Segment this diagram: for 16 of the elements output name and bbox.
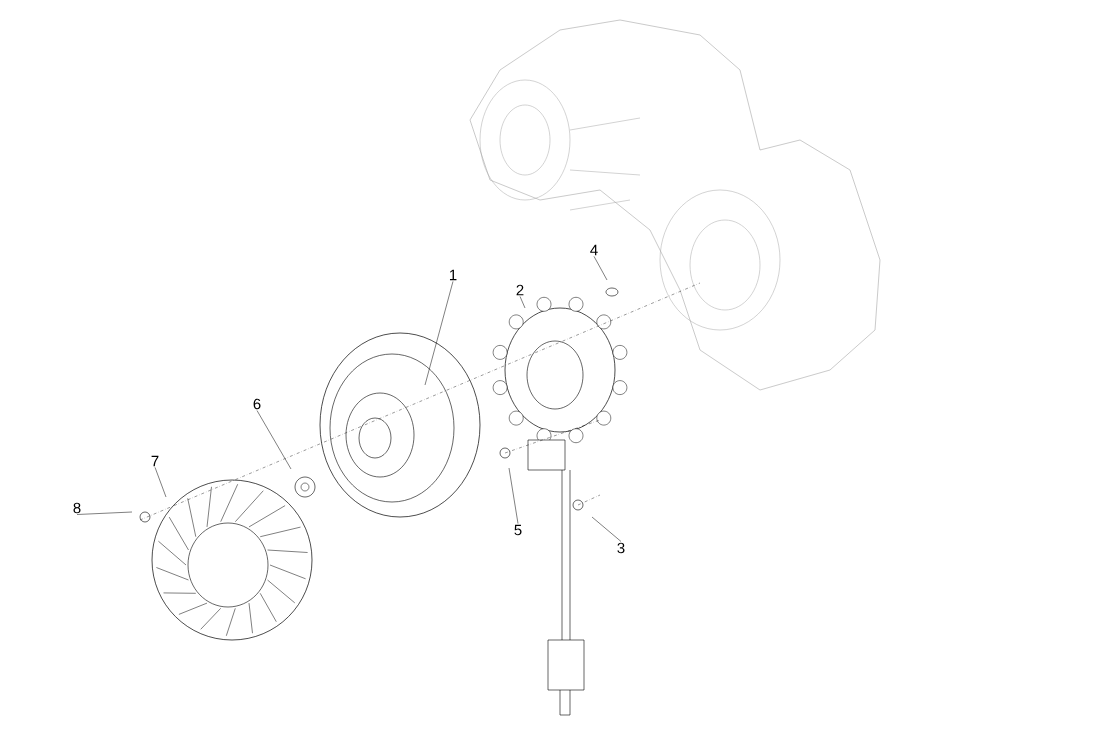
leader-line [519,296,526,309]
callout-number: 5 [514,524,522,536]
leader-line [591,516,622,542]
callout-number: 7 [151,455,159,467]
leader-line [76,511,133,515]
leader-line [593,256,608,281]
callout-number: 8 [73,502,81,514]
callout-number: 4 [590,244,598,256]
callout-number: 6 [253,398,261,410]
leader-line [154,467,167,498]
leader-line [508,467,519,524]
callout-number: 1 [450,269,457,281]
callout-number: 3 [617,542,625,554]
leader-line [256,410,292,470]
callout-number: 2 [516,284,524,296]
leader-line [424,281,454,386]
